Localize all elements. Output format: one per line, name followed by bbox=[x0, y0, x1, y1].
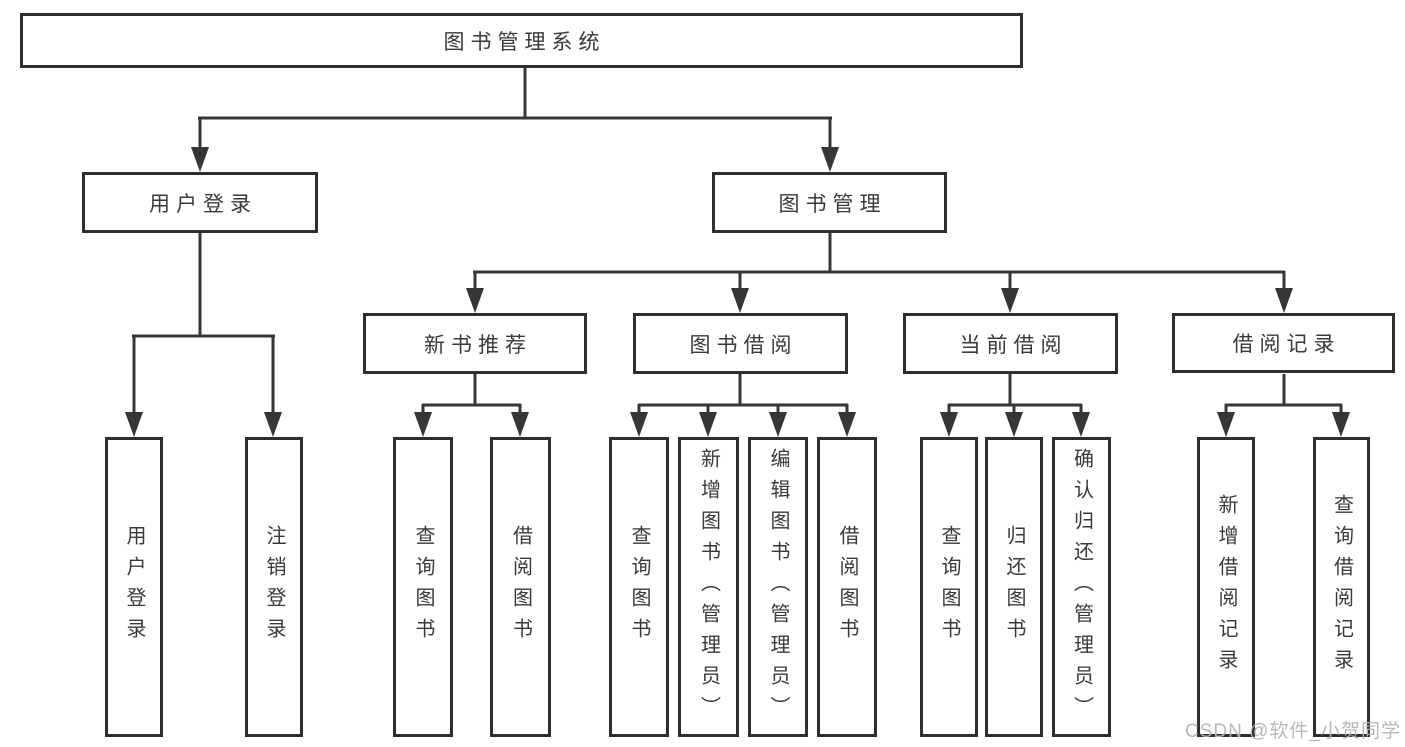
arrow-down-head bbox=[1275, 288, 1293, 313]
arrow-down-head bbox=[699, 412, 717, 437]
leaf-label: 确认归还（管理员） bbox=[1070, 447, 1093, 727]
arrow-down-head bbox=[1217, 412, 1235, 437]
connector-book-borrow-to-children bbox=[630, 374, 856, 437]
leaf-query-books-recommend: 查询图书 bbox=[393, 437, 453, 737]
arrow-down-head bbox=[264, 412, 282, 437]
connector-root-to-level2 bbox=[191, 68, 839, 172]
leaf-borrow-books: 借阅图书 bbox=[817, 437, 877, 737]
arrow-down-head bbox=[125, 412, 143, 437]
node-book-borrow: 图书借阅 bbox=[633, 313, 848, 374]
connector-new-book-recommend-to-children bbox=[414, 374, 529, 437]
connector-current-borrow-to-children bbox=[940, 374, 1090, 437]
leaf-label: 归还图书 bbox=[1003, 525, 1025, 649]
node-book-management: 图书管理 bbox=[712, 172, 947, 233]
node-label: 用户登录 bbox=[149, 192, 257, 216]
connector-user-login-to-children bbox=[125, 233, 282, 437]
node-new-book-recommend: 新书推荐 bbox=[363, 313, 587, 374]
leaf-add-books-admin: 新增图书（管理员） bbox=[678, 437, 739, 737]
leaf-query-books-current: 查询图书 bbox=[920, 437, 978, 737]
leaf-label: 用户登录 bbox=[123, 525, 145, 649]
arrow-down-head bbox=[414, 412, 432, 437]
leaf-user-login: 用户登录 bbox=[105, 437, 163, 737]
node-label: 图书借阅 bbox=[689, 333, 798, 357]
arrow-down-head bbox=[821, 147, 839, 172]
leaf-query-books-borrow: 查询图书 bbox=[609, 437, 669, 737]
arrow-down-head bbox=[731, 288, 749, 313]
arrow-down-head bbox=[511, 412, 529, 437]
leaf-add-borrow-record: 新增借阅记录 bbox=[1197, 437, 1255, 737]
node-label: 当前借阅 bbox=[959, 333, 1068, 357]
node-borrow-records: 借阅记录 bbox=[1172, 313, 1395, 373]
arrow-down-head bbox=[466, 288, 484, 313]
arrow-down-head bbox=[769, 412, 787, 437]
leaf-confirm-return-admin: 确认归还（管理员） bbox=[1052, 437, 1111, 737]
arrow-down-head bbox=[1005, 412, 1023, 437]
node-label: 借阅记录 bbox=[1232, 333, 1341, 356]
arrow-down-head bbox=[838, 412, 856, 437]
node-label: 图书管理 bbox=[778, 192, 887, 216]
node-label: 新书推荐 bbox=[424, 333, 532, 357]
leaf-edit-books-admin: 编辑图书（管理员） bbox=[748, 437, 808, 737]
csdn-watermark: CSDN @软件_小贺同学 bbox=[1185, 721, 1401, 742]
arrow-down-head bbox=[1072, 412, 1090, 437]
arrow-down-head bbox=[630, 412, 648, 437]
leaf-label: 新增借阅记录 bbox=[1215, 494, 1237, 680]
leaf-label: 查询借阅记录 bbox=[1330, 494, 1353, 680]
leaf-label: 借阅图书 bbox=[509, 525, 532, 649]
leaf-query-borrow-record: 查询借阅记录 bbox=[1313, 437, 1370, 737]
node-label: 图书管理系统 bbox=[443, 30, 606, 54]
arrow-down-head bbox=[940, 412, 958, 437]
connector-borrow-records-to-children bbox=[1217, 374, 1350, 437]
arrow-down-head bbox=[191, 147, 209, 172]
leaf-return-books: 归还图书 bbox=[985, 437, 1043, 737]
leaf-logout: 注销登录 bbox=[245, 437, 303, 737]
node-book-management-system: 图书管理系统 bbox=[20, 13, 1023, 68]
leaf-label: 查询图书 bbox=[412, 525, 434, 649]
leaf-label: 查询图书 bbox=[628, 525, 650, 649]
leaf-label: 查询图书 bbox=[938, 525, 960, 649]
node-user-login: 用户登录 bbox=[82, 172, 318, 233]
leaf-borrow-books-recommend: 借阅图书 bbox=[490, 437, 551, 737]
leaf-label: 编辑图书（管理员） bbox=[767, 447, 789, 727]
leaf-label: 新增图书（管理员） bbox=[697, 447, 720, 727]
leaf-label: 注销登录 bbox=[263, 525, 285, 649]
connector-book-management-to-level3 bbox=[466, 233, 1293, 313]
leaf-label: 借阅图书 bbox=[836, 525, 858, 649]
arrow-down-head bbox=[1001, 288, 1019, 313]
node-current-borrow: 当前借阅 bbox=[903, 313, 1118, 374]
arrow-down-head bbox=[1332, 412, 1350, 437]
